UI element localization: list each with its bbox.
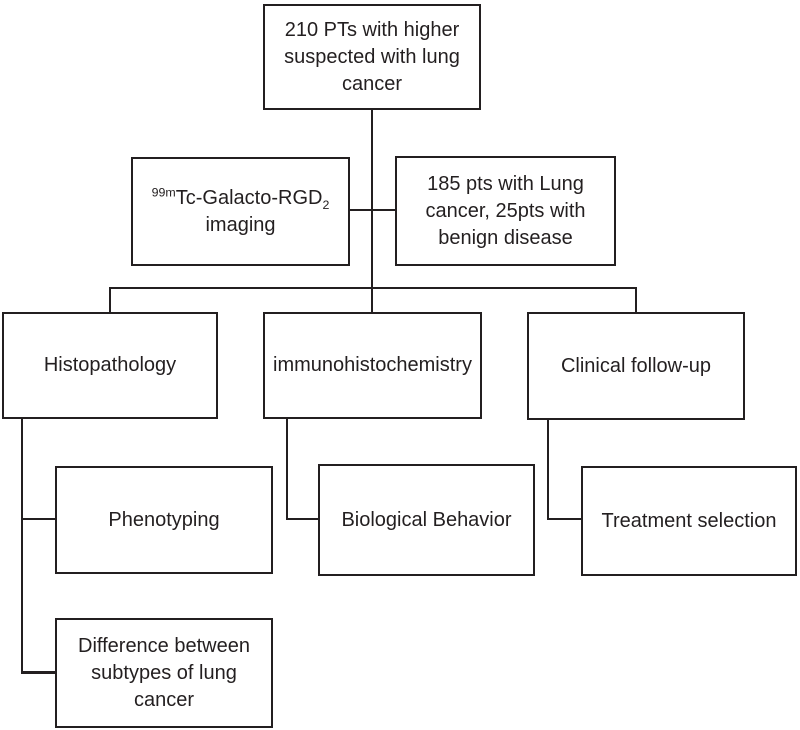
connector-drop-histopathology: [109, 287, 111, 313]
node-immunohistochemistry-label: immunohistochemistry: [273, 354, 472, 376]
connector-drop-clinical-followup: [635, 287, 637, 313]
connector-histopathology-down: [21, 418, 23, 674]
node-rgd-imaging: 99mTc-Galacto-RGD2 imaging: [131, 157, 350, 266]
connector-phenotyping-horizontal: [21, 518, 57, 520]
node-biological-behavior: Biological Behavior: [318, 464, 535, 576]
connector-biological-behavior-horizontal: [286, 518, 320, 520]
node-text-line: 185 pts with Lung: [427, 172, 584, 195]
node-subtype-difference: Difference between subtypes of lung canc…: [55, 618, 273, 728]
connector-immunohistochemistry-down: [286, 418, 288, 520]
connector-clinical-down: [547, 419, 549, 520]
node-treatment-selection-label: Treatment selection: [601, 509, 777, 532]
connector-difference-horizontal: [21, 671, 57, 674]
isotope-superscript: 99m: [151, 184, 176, 199]
node-treatment-selection: Treatment selection: [581, 466, 797, 576]
connector-treatment-horizontal: [547, 518, 583, 520]
node-text-line: Difference between: [78, 634, 250, 657]
node-suspected-patients-label: 210 PTs with higher suspected with lung …: [284, 17, 460, 98]
node-histopathology-label: Histopathology: [43, 354, 177, 376]
node-rgd-imaging-label: 99mTc-Galacto-RGD2 imaging: [152, 185, 330, 239]
connector-top-vertical: [371, 109, 373, 313]
node-subtype-difference-label: Difference between subtypes of lung canc…: [78, 633, 250, 714]
node-text-line: 99mTc-Galacto-RGD2: [152, 185, 330, 212]
node-text-line: 210 PTs with higher: [284, 18, 460, 41]
node-text-line: cancer: [341, 72, 402, 95]
node-clinical-follow-up-label: Clinical follow-up: [560, 354, 712, 377]
node-text-line: benign disease: [438, 226, 573, 249]
tracer-subscript: 2: [322, 197, 330, 212]
tracer-name: Tc-Galacto-RGD: [175, 186, 323, 209]
node-text-line: subtypes of lung: [91, 661, 237, 684]
node-suspected-patients: 210 PTs with higher suspected with lung …: [263, 4, 481, 110]
connector-row2-horizontal: [348, 209, 396, 211]
node-cohort: 185 pts with Lung cancer, 25pts with ben…: [395, 156, 616, 266]
node-phenotyping-label: Phenotyping: [108, 508, 220, 531]
node-text-line: suspected with lung: [284, 45, 460, 68]
node-cohort-label: 185 pts with Lung cancer, 25pts with ben…: [425, 171, 585, 252]
node-phenotyping: Phenotyping: [55, 466, 273, 574]
node-text-line: cancer: [133, 688, 195, 711]
node-clinical-follow-up: Clinical follow-up: [527, 312, 745, 420]
node-text-line: imaging: [205, 213, 276, 236]
node-biological-behavior-label: Biological Behavior: [341, 508, 512, 531]
connector-distribution-horizontal: [109, 287, 637, 289]
node-immunohistochemistry: immunohistochemistry: [263, 312, 482, 419]
node-text-line: cancer, 25pts with: [425, 199, 586, 222]
node-histopathology: Histopathology: [2, 312, 218, 419]
